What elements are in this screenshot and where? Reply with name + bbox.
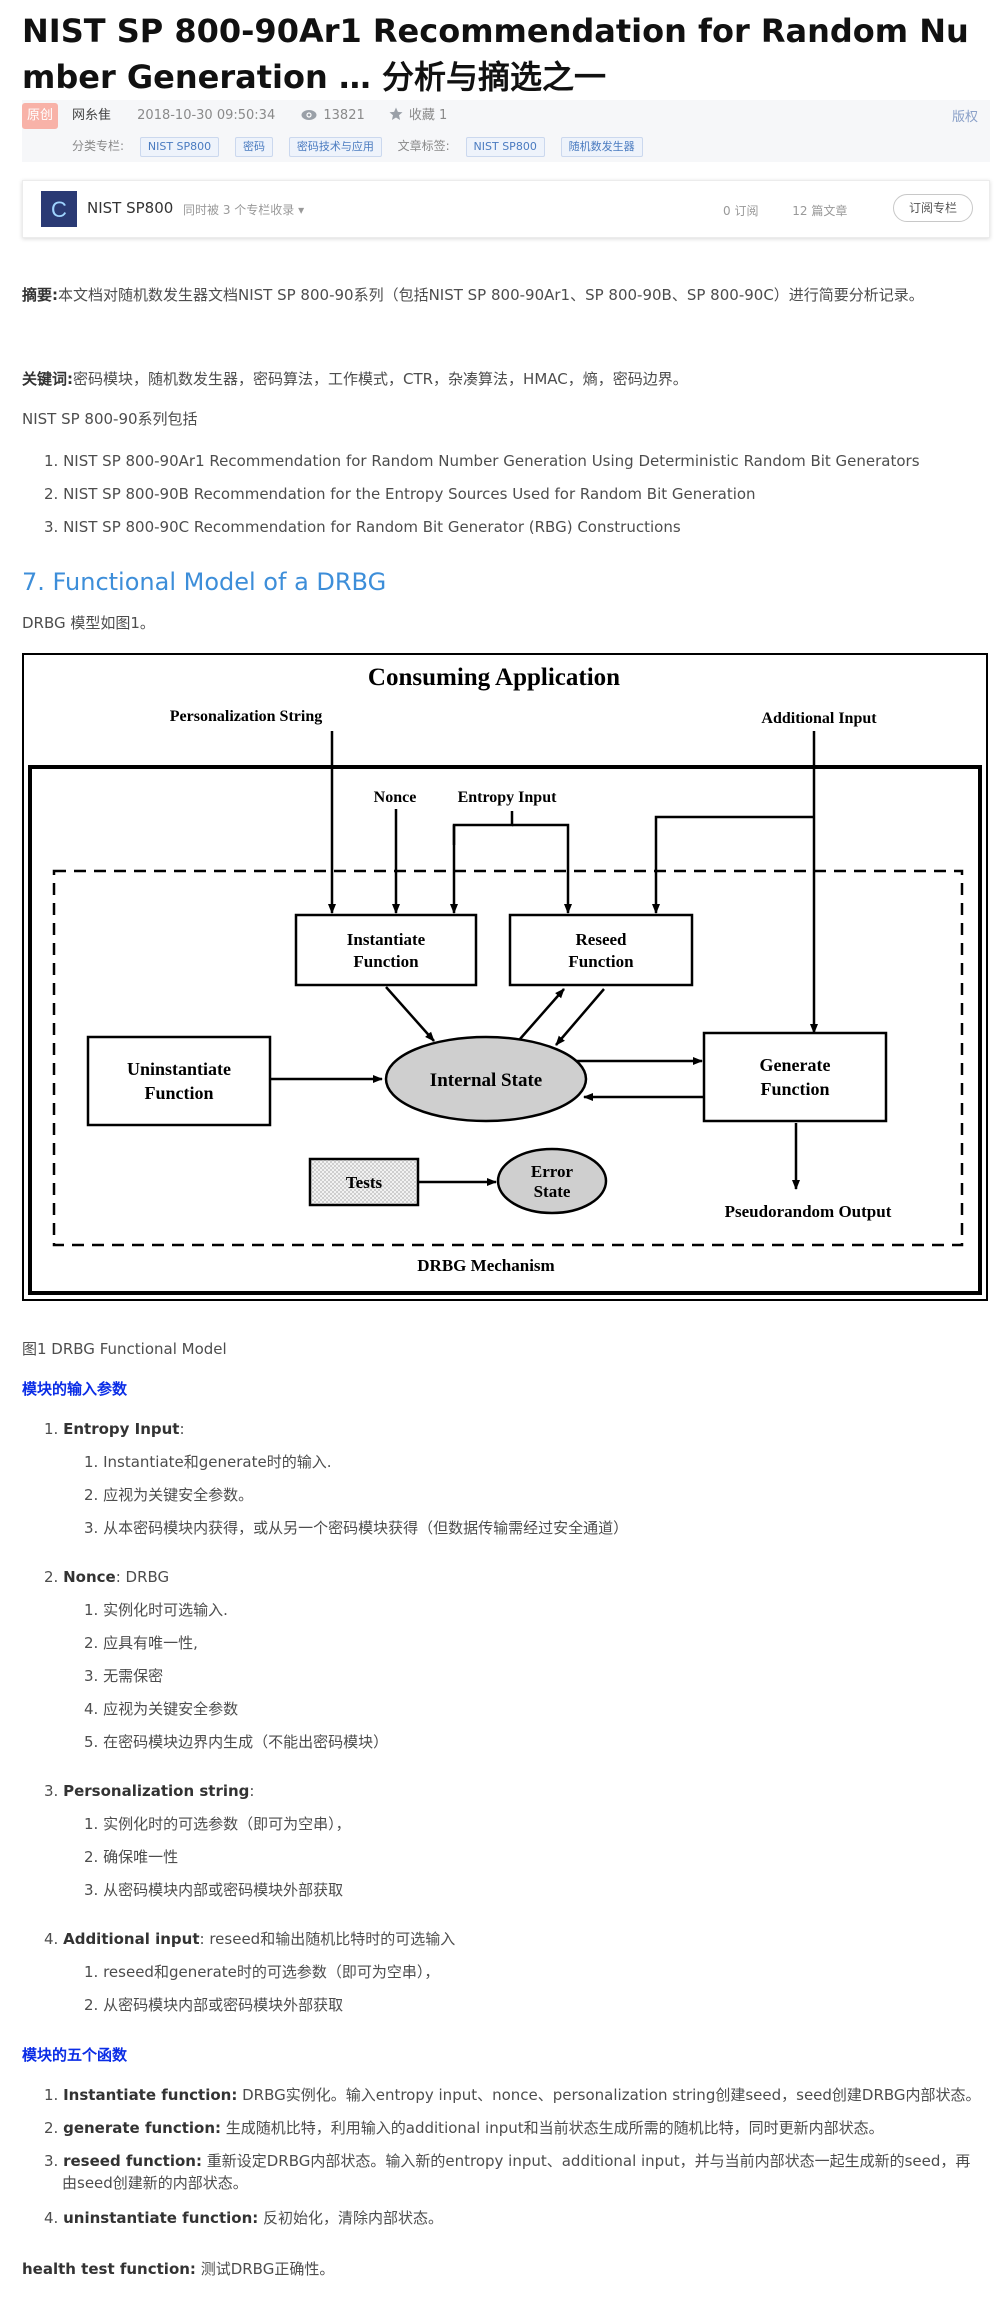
internal-state-ellipse: [384, 1035, 588, 1123]
diagram-title: Consuming Application: [368, 664, 620, 691]
copyright-link[interactable]: 版权: [951, 110, 978, 125]
list-item: 1. 实例化时可选输入.: [84, 1601, 228, 1619]
category-label: 分类专栏:: [72, 139, 125, 153]
nonce-label: Nonce: [374, 789, 417, 806]
series-intro: NIST SP 800-90系列包括: [22, 410, 198, 428]
input-item: 3. Personalization string:: [44, 1782, 255, 1800]
list-item: 3. 无需保密: [84, 1667, 164, 1685]
list-item: 4. 应视为关键安全参数: [84, 1700, 239, 1718]
category-tag[interactable]: NIST SP800: [139, 137, 220, 157]
eye-icon: [301, 107, 317, 129]
function-item: 1. Instantiate function: DRBG实例化。输入entro…: [44, 2086, 981, 2104]
abstract-label: 摘要:: [22, 286, 58, 304]
list-item: 2. 从密码模块内部或密码模块外部获取: [84, 1996, 344, 2014]
instantiate-label-2: Function: [353, 952, 419, 971]
list-item: 3. 从本密码模块内获得，或从另一个密码模块获得（但数据传输需经过安全通道）: [84, 1519, 629, 1537]
generate-function-box: [702, 1031, 888, 1123]
input-item: 1. Entropy Input:: [44, 1420, 185, 1438]
health-test-text: 测试DRBG正确性。: [195, 2260, 335, 2278]
star-icon[interactable]: [389, 107, 403, 129]
uninstantiate-label-1: Uninstantiate: [127, 1059, 231, 1079]
entropy-input-label: Entropy Input: [458, 789, 558, 806]
internal-state-label: Internal State: [430, 1070, 542, 1091]
article-meta: 原创 网糸隹 2018-10-30 09:50:34 13821 收藏 1 版权…: [22, 100, 990, 162]
favorite-count[interactable]: 收藏 1: [408, 108, 448, 123]
column-name[interactable]: NIST SP800: [87, 199, 174, 217]
drbg-mechanism-label: DRBG Mechanism: [417, 1256, 554, 1275]
generate-label-2: Function: [760, 1079, 829, 1099]
list-item: 3. NIST SP 800-90C Recommendation for Ra…: [44, 518, 681, 536]
column-card: C NIST SP800 同时被 3 个专栏收录 ▾ 0 订阅 12 篇文章 订…: [22, 180, 990, 238]
list-item: 3. 从密码模块内部或密码模块外部获取: [84, 1881, 344, 1899]
functions-heading: 模块的五个函数: [22, 2046, 128, 2064]
article-tag[interactable]: NIST SP800: [465, 137, 545, 157]
error-label-2: State: [534, 1182, 571, 1201]
article-title: NIST SP 800-90Ar1 Recommendation for Ran…: [22, 12, 969, 96]
column-logo-letter: C: [51, 197, 67, 222]
generate-label-1: Generate: [760, 1055, 831, 1075]
personalization-label: Personalization String: [170, 708, 322, 725]
tests-label: Tests: [346, 1173, 383, 1192]
subscribe-button[interactable]: 订阅专栏: [893, 194, 973, 222]
author-link[interactable]: 网糸隹: [72, 108, 112, 123]
section-heading: 7. Functional Model of a DRBG: [22, 568, 387, 596]
instantiate-label-1: Instantiate: [347, 930, 426, 949]
additional-input-label: Additional Input: [761, 710, 877, 727]
tags-label: 文章标签:: [397, 139, 450, 153]
input-item: 2. Nonce: DRBG: [44, 1568, 170, 1586]
figure-caption: 图1 DRBG Functional Model: [22, 1340, 227, 1358]
view-count: 13821: [323, 108, 365, 123]
function-item: 4. uninstantiate function: 反初始化，清除内部状态。: [44, 2209, 444, 2227]
reseed-function-box: [508, 913, 694, 987]
list-item: 2. 应具有唯一性,: [84, 1634, 198, 1652]
input-item: 4. Additional input: reseed和输出随机比特时的可选输入: [44, 1930, 456, 1948]
abstract-text: 本文档对随机数发生器文档NIST SP 800-90系列（包括NIST SP 8…: [58, 286, 924, 304]
function-item-continued: 由seed创建新的内部状态。: [62, 2174, 248, 2192]
model-intro: DRBG 模型如图1。: [22, 614, 155, 632]
original-badge: 原创: [22, 103, 58, 129]
abstract: 摘要:本文档对随机数发生器文档NIST SP 800-90系列（包括NIST S…: [22, 284, 924, 306]
article-tag[interactable]: 随机数发生器: [560, 137, 643, 157]
keywords: 关键词:密码模块，随机数发生器，密码算法，工作模式，CTR，杂凑算法，HMAC，…: [22, 368, 688, 390]
error-label-1: Error: [531, 1162, 574, 1181]
list-item: 2. 确保唯一性: [84, 1848, 179, 1866]
list-item: 5. 在密码模块边界内生成（不能出密码模块）: [84, 1733, 389, 1751]
reseed-label-1: Reseed: [576, 930, 628, 949]
list-item: 1. NIST SP 800-90Ar1 Recommendation for …: [44, 452, 920, 470]
uninstantiate-label-2: Function: [144, 1083, 213, 1103]
inputs-heading: 模块的输入参数: [22, 1380, 128, 1398]
error-state-ellipse: [496, 1147, 608, 1215]
keywords-text: 密码模块，随机数发生器，密码算法，工作模式，CTR，杂凑算法，HMAC，熵，密码…: [73, 370, 688, 388]
instantiate-function-box: [294, 913, 478, 987]
category-tag[interactable]: 密码技术与应用: [288, 137, 382, 157]
reseed-label-2: Function: [568, 952, 634, 971]
pseudorandom-output-label: Pseudorandom Output: [725, 1202, 892, 1221]
publish-date: 2018-10-30 09:50:34: [137, 108, 276, 123]
column-collections[interactable]: 同时被 3 个专栏收录 ▾: [183, 203, 305, 217]
article-count: 12 篇文章: [792, 204, 848, 218]
column-logo[interactable]: C: [41, 191, 77, 227]
list-item: 1. Instantiate和generate时的输入.: [84, 1453, 332, 1471]
list-item: 2. NIST SP 800-90B Recommendation for th…: [44, 485, 756, 503]
drbg-diagram: Consuming Application Personalization St…: [22, 653, 988, 1301]
health-test-label: health test function:: [22, 2260, 196, 2278]
list-item: 1. reseed和generate时的可选参数（即可为空串），: [84, 1963, 440, 1981]
health-test: health test function: 测试DRBG正确性。: [22, 2258, 334, 2280]
keywords-label: 关键词:: [22, 370, 73, 388]
function-item: 3. reseed function: 重新设定DRBG内部状态。输入新的ent…: [44, 2152, 971, 2170]
function-item: 2. generate function: 生成随机比特，利用输入的additi…: [44, 2119, 884, 2137]
list-item: 2. 应视为关键安全参数。: [84, 1486, 254, 1504]
uninstantiate-function-box: [86, 1035, 272, 1127]
list-item: 1. 实例化时的可选参数（即可为空串），: [84, 1815, 351, 1833]
subscriber-count: 0 订阅: [723, 204, 759, 218]
category-tag[interactable]: 密码: [235, 137, 273, 157]
outer-boundary: [28, 765, 982, 1295]
